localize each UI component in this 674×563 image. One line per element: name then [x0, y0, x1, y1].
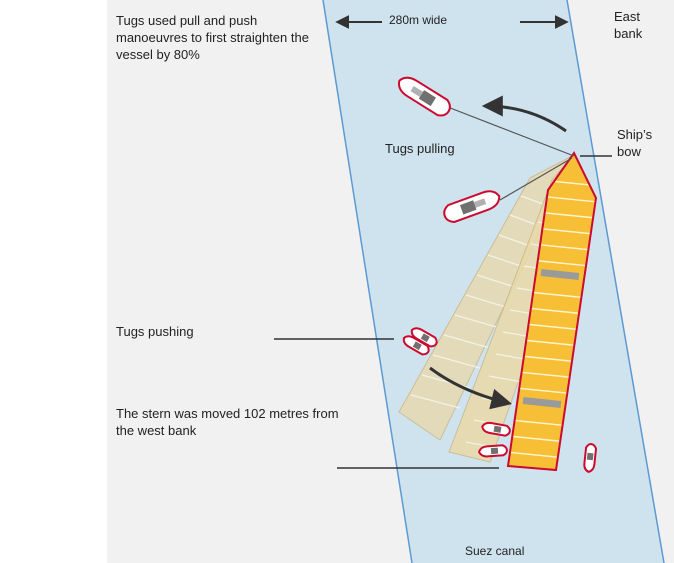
canal-name-label: Suez canal [465, 544, 525, 558]
tug-pushing-upper [410, 327, 438, 348]
tug-pulling-lower [443, 190, 501, 223]
ships-bow-label: Ship’s bow [617, 127, 653, 159]
pull-direction-arrow [481, 95, 567, 133]
tug-pushing-stern-lower [477, 444, 508, 458]
tug-pushing-stern-upper [481, 421, 511, 437]
ship-current-position [506, 151, 598, 472]
tug-pulling-upper [398, 76, 451, 117]
tow-line-upper [439, 103, 575, 157]
tug-east-side [583, 443, 598, 473]
east-bank-label: East bank [614, 9, 643, 41]
west-bank-line [322, 0, 413, 563]
tugs-pushing-label: Tugs pushing [116, 324, 194, 339]
tug-pushing-lower [402, 335, 430, 356]
east-bank-line [566, 0, 665, 563]
canal-width-label: 280m wide [389, 13, 448, 27]
tugs-pulling-label: Tugs pulling [385, 141, 455, 156]
stern-moved-label: The stern was moved 102 metres from the … [116, 406, 339, 438]
diagram-title: Tugs used pull and push manoeuvres to fi… [116, 13, 309, 62]
tow-line-lower [499, 157, 573, 201]
stern-push-arrow [429, 366, 513, 410]
